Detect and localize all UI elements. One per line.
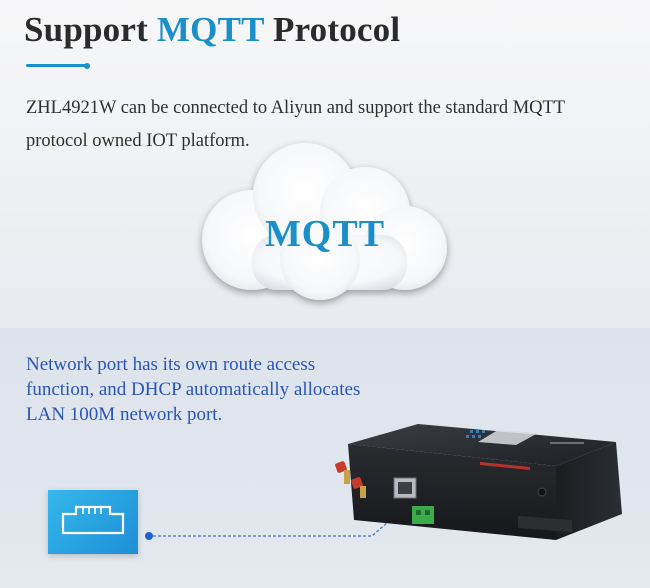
port-tile <box>48 490 138 554</box>
title-accent: MQTT <box>156 10 265 49</box>
intro-description: ZHL4921W can be connected to Aliyun and … <box>26 98 565 151</box>
cloud-label: MQTT <box>264 213 386 255</box>
feature-line-1: Network port has its own route access <box>26 354 316 375</box>
ethernet-port-icon <box>61 505 125 535</box>
title-underline-dot <box>84 62 90 69</box>
network-feature-text: Network port has its own route access fun… <box>26 352 426 427</box>
cloud-icon <box>202 143 447 300</box>
feature-line-2: function, and DHCP automatically allocat… <box>26 379 361 400</box>
title-underline <box>26 64 86 67</box>
router-device <box>335 424 622 540</box>
connector-line <box>145 521 389 540</box>
page-title: Support MQTT Protocol <box>24 10 401 49</box>
feature-line-3: LAN 100M network port. <box>26 404 223 425</box>
